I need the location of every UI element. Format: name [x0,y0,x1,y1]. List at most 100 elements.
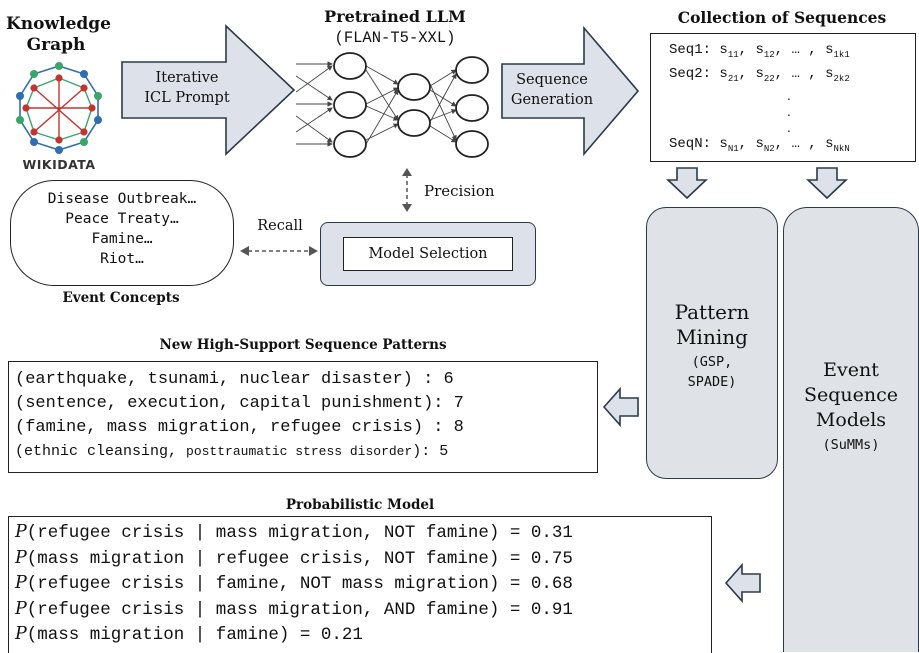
seq-item: s [825,136,834,152]
pattern-line: (ethnic cleansing, posttraumatic stress … [15,440,597,464]
probability-symbol: P [15,547,27,568]
probability-line: P(refugee crisis | famine, NOT mass migr… [15,571,711,597]
precision-label: Precision [424,182,495,200]
kg-title: Knowledge Graph [6,14,111,56]
pattern-mining-line2: Mining [676,325,748,349]
left-arrow-patterns [602,386,639,428]
event-concepts-caption: Event Concepts [62,290,180,306]
event-models-line3: Models [815,409,887,431]
pattern-part: ): 5 [412,443,449,460]
pattern-line: (earthquake, tsunami, nuclear disaster) … [15,370,454,389]
model-selection-label: Model Selection [368,246,488,262]
probability-symbol: P [15,598,27,619]
pattern-mining-line3: (GSP, [691,354,733,370]
probability-expression: (refugee crisis | famine, NOT mass migra… [26,574,573,595]
kg-title-line2: Graph [26,35,86,55]
seq-subscript: 12 [763,49,775,60]
icl-prompt-line2: ICL Prompt [144,90,230,106]
probability-symbol: P [15,624,27,645]
seq-dots: … , [791,136,817,152]
sequence-generation-label: Sequence Generation [502,70,602,110]
vertical-ellipsis-dot: . [787,89,791,103]
probability-symbol: P [15,522,27,542]
neural-network-icon [296,52,489,158]
seq-subscript: NkN [833,143,850,154]
event-models-line1: Event [823,359,879,381]
recall-label: Recall [257,218,303,234]
seq-subscript: 2k2 [833,73,850,84]
vertical-ellipsis-dot: . [787,105,791,119]
seq-item: s [825,66,834,82]
probability-expression: (mass migration | famine) = 0.21 [26,625,363,646]
kg-title-line1: Knowledge [6,14,111,34]
patterns-title: New High-Support Sequence Patterns [159,337,447,353]
pattern-part-small: posttraumatic stress disorder [186,444,413,459]
sequence-generation-line2: Generation [510,92,594,108]
seq-item: s [719,42,728,58]
seq-item: s [825,42,834,58]
icl-prompt-line1: Iterative [155,70,219,86]
probability-expression: (refugee crisis | mass migration, NOT fa… [26,523,573,543]
vertical-ellipsis-dot: . [787,121,791,135]
seq-label: SeqN: [669,136,712,152]
prob-model-title: Probabilistic Model [285,497,435,513]
icl-prompt-arrow [121,24,296,156]
seq-subscript: 1k1 [833,49,850,60]
seq-subscript: 22 [763,73,775,84]
seq-subscript: N2 [763,143,775,154]
collection-title: Collection of Sequences [677,8,887,27]
event-models-line4: (SuMMs) [822,437,880,453]
event-models-line2: Sequence [803,384,899,406]
pattern-line: (famine, mass migration, refugee crisis)… [15,418,464,437]
event-sequence-models-box: Event Sequence Models (SuMMs) [783,207,919,652]
seq-label: Seq1: [669,42,712,58]
probability-line: P(mass migration | famine) = 0.21 [15,622,711,648]
down-arrow-models [806,167,848,200]
sequence-row: Seq1: s11, s12, … , s1k1 [669,42,850,60]
event-concept-item: Riot… [100,251,144,267]
wikidata-logo-text: WIKIDATA [22,157,96,172]
model-selection-box[interactable]: Model Selection [343,237,513,271]
event-concepts-box: Disease Outbreak… Peace Treaty… Famine… Rio… [10,180,234,286]
probability-line: P(refugee crisis | mass migration, NOT f… [15,520,711,546]
patterns-box: (earthquake, tsunami, nuclear disaster) … [8,361,598,473]
seq-item: s [719,66,728,82]
seq-label: Seq2: [669,66,712,82]
probability-line: P(refugee crisis | mass migration, AND f… [15,597,711,623]
seq-dots: … , [791,42,817,58]
sequence-generation-line1: Sequence [516,72,588,88]
pattern-mining-line1: Pattern [674,300,750,324]
seq-item: s [755,66,764,82]
pattern-part: (ethnic cleansing, [15,443,187,460]
sequence-row: Seq2: s21, s22, … , s2k2 [669,66,850,84]
seq-subscript: N1 [727,143,739,154]
recall-arrow [240,246,318,256]
probability-symbol: P [15,573,27,594]
pattern-mining-box: Pattern Mining (GSP, SPADE) [646,207,778,479]
sequence-generation-arrow [501,26,640,156]
seq-item: s [719,136,728,152]
wikidata-graph-icon [16,62,102,154]
sequence-row: SeqN: sN1, sN2, … , sNkN [669,136,850,154]
pattern-mining-line4: SPADE) [687,374,737,390]
model-selection-container: Model Selection [320,222,536,286]
precision-arrow [402,168,412,212]
llm-title: Pretrained LLM [324,7,466,26]
event-concept-item: Disease Outbreak… [47,191,197,207]
down-arrow-pattern [666,167,708,200]
probability-expression: (refugee crisis | mass migration, AND fa… [26,599,573,620]
probability-line: P(mass migration | refugee crisis, NOT f… [15,546,711,572]
llm-subtitle: (FLAN-T5-XXL) [334,29,456,47]
prob-model-box: P(refugee crisis | mass migration, NOT f… [8,516,712,653]
event-concept-item: Famine… [91,231,153,247]
left-arrow-prob-model [724,562,761,604]
probability-expression: (mass migration | refugee crisis, NOT fa… [26,548,573,569]
seq-subscript: 21 [727,73,739,84]
seq-item: s [755,136,764,152]
seq-item: s [755,42,764,58]
seq-subscript: 11 [727,49,739,60]
event-concept-item: Peace Treaty… [65,211,179,227]
pattern-line: (sentence, execution, capital punishment… [15,394,464,413]
seq-dots: … , [791,66,817,82]
